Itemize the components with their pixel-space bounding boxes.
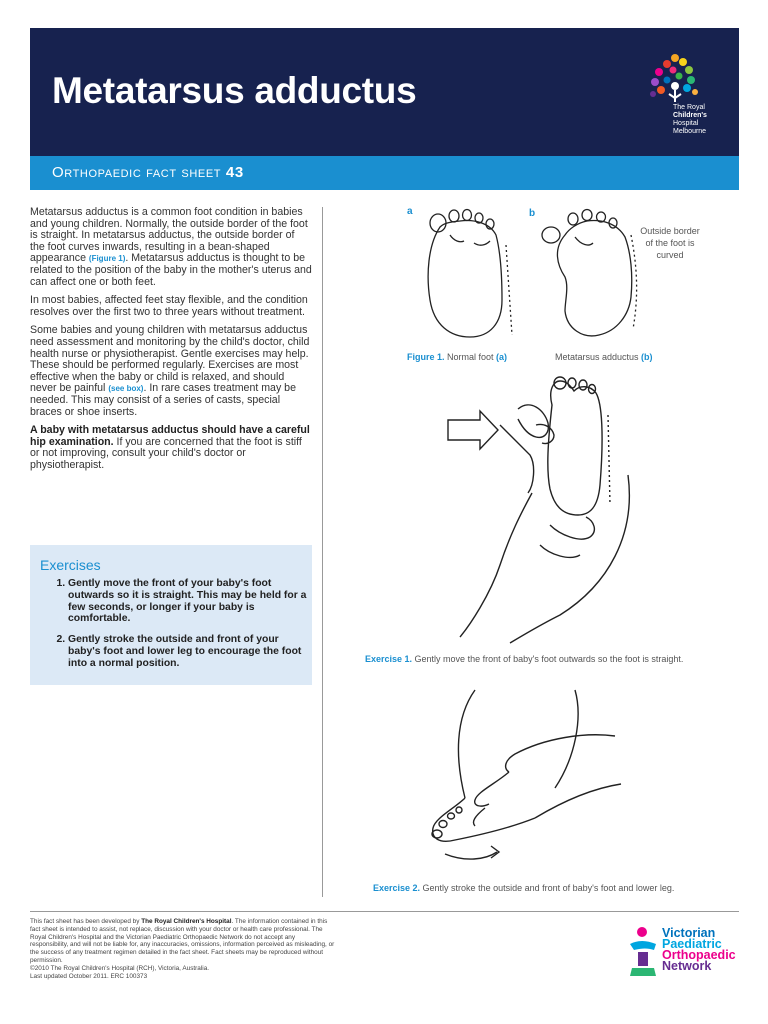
exercise2-caption: Exercise 2. Gently stroke the outside an… [373,883,675,893]
column-divider [322,207,323,897]
exercises-list: Gently move the front of your baby's foo… [40,578,308,679]
paragraph-monitoring: Some babies and young children with meta… [30,324,310,418]
vpon-logo: Victorian Paediatric Orthopaedic Network [626,922,746,982]
disclaimer-text: This fact sheet has been developed by Th… [30,918,335,980]
exercise1-caption: Exercise 1. Gently move the front of bab… [365,654,684,664]
footer-divider [30,911,739,912]
figure-label-b: b [529,208,536,219]
paragraph-hip: A baby with metatarsus adductus should h… [30,424,310,471]
exercise-item: Gently move the front of your baby's foo… [68,578,308,625]
arrow-right-icon [448,411,498,449]
tree-logo-icon [650,54,698,102]
body-text: Metatarsus adductus is a common foot con… [30,206,312,478]
adductus-foot-illustration [535,205,645,345]
outside-border-note: Outside border of the foot is curved [640,226,700,260]
vpon-figure-icon [630,927,656,976]
paragraph-intro: Metatarsus adductus is a common foot con… [30,206,312,288]
header-banner: Metatarsus adductus The Royal Children's… [30,28,739,156]
exercise-item: Gently stroke the outside and front of y… [68,634,308,669]
exercises-box: Exercises Gently move the front of your … [30,545,312,685]
rch-logo: The Royal Children's Hospital Melbourne [629,42,719,152]
figure-label-a: a [407,206,413,217]
fact-sheet-label: Orthopaedic fact sheet 43 [52,164,244,181]
exercise1-illustration [440,375,640,645]
paragraph-resolution: In most babies, affected feet stay flexi… [30,294,308,318]
subheader-band: Orthopaedic fact sheet 43 [30,156,739,190]
normal-foot-illustration [420,205,520,345]
exercise2-illustration [425,688,625,873]
page-title: Metatarsus adductus [52,70,417,111]
rch-logo-text: The Royal Children's Hospital Melbourne [673,104,707,135]
figure1-caption-a: Figure 1. Normal foot (a) [407,352,508,362]
vpon-text: Victorian Paediatric Orthopaedic Network [662,926,736,973]
exercises-heading: Exercises [40,557,101,573]
figure1-caption-b: Metatarsus adductus (b) [555,352,653,362]
